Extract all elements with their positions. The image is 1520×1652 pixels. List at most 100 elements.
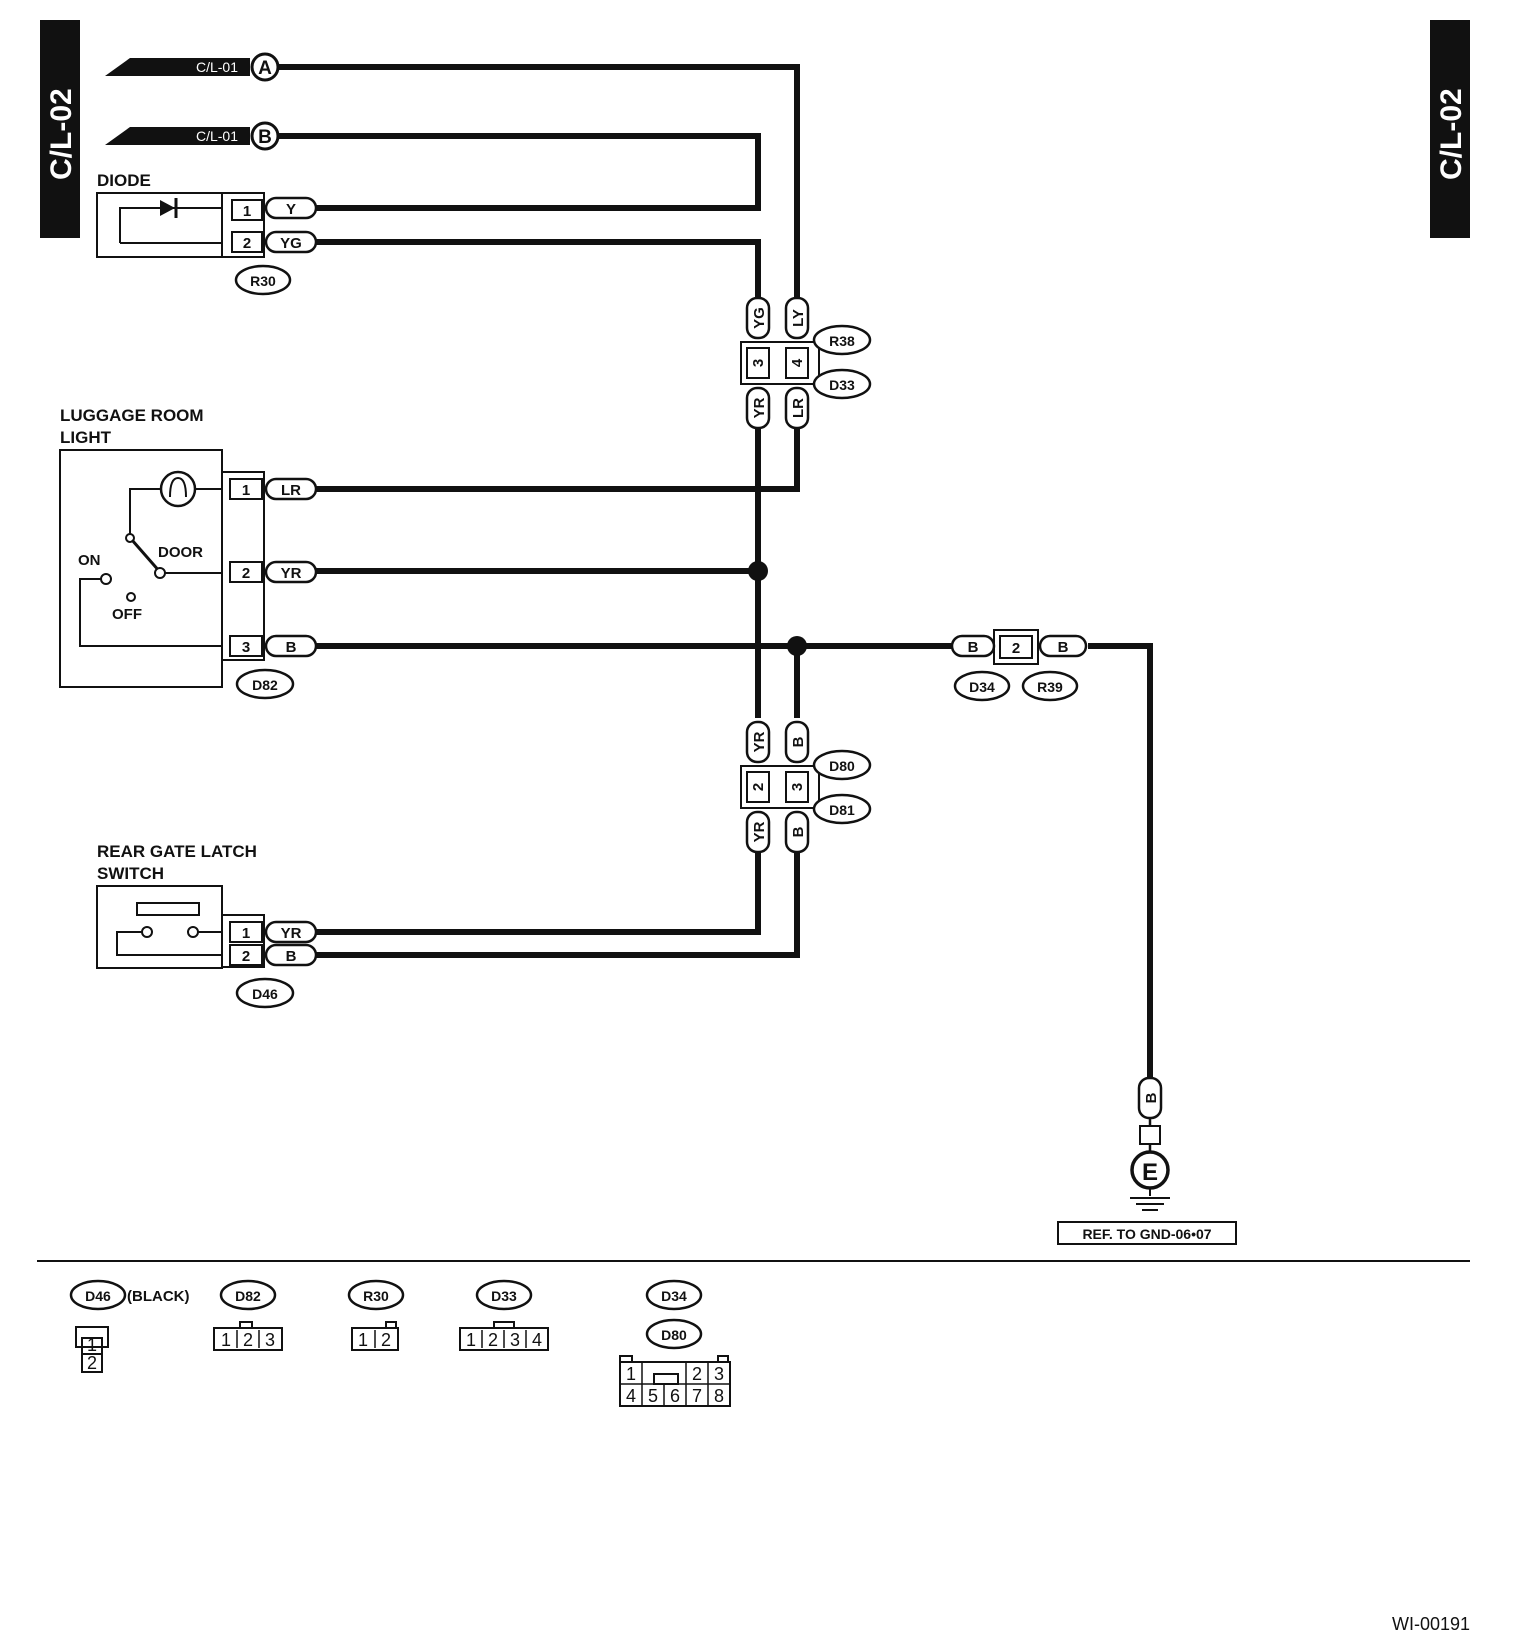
- luggage-light-component: LUGGAGE ROOM LIGHT ON OFF DOOR 1 2 3 LR …: [59, 406, 318, 700]
- ground-wire: B: [1143, 1092, 1160, 1103]
- ground-letter: E: [1142, 1159, 1158, 1186]
- luggage-connector: D82: [252, 677, 278, 693]
- luggage-wire-3: B: [286, 639, 297, 656]
- view-d33-pin-1: 1: [466, 1330, 476, 1350]
- diode-wire-2: YG: [280, 235, 302, 252]
- view-d34-pin-8: 8: [714, 1386, 724, 1406]
- view-r30-pin-2: 2: [381, 1330, 391, 1350]
- d80-pin-2: 2: [750, 783, 767, 791]
- view-d34-pin-7: 7: [692, 1386, 702, 1406]
- diode-symbol-icon: [160, 200, 175, 216]
- connector-view-d82: D82 1 2 3: [213, 1279, 283, 1351]
- view-d33-pin-4: 4: [532, 1330, 542, 1350]
- page-code-right: C/L-02: [1430, 20, 1470, 238]
- view-d34-name: D34: [661, 1288, 687, 1304]
- switch-on-label: ON: [78, 552, 101, 569]
- r38-label: R38: [829, 333, 855, 349]
- view-r30-pin-1: 1: [358, 1330, 368, 1350]
- latch-title-2: SWITCH: [97, 864, 164, 883]
- input-a-letter: A: [258, 58, 272, 79]
- luggage-wire-2: YR: [281, 565, 302, 582]
- switch-off-label: OFF: [112, 606, 142, 623]
- r38-top-wire-1: YG: [751, 307, 768, 329]
- view-d80-name: D80: [661, 1327, 687, 1343]
- wires: [278, 64, 1153, 1078]
- connector-view-d34-d80: D34 D80 1 2 3 4 5 6 7 8: [619, 1279, 731, 1407]
- latch-connector: D46: [252, 986, 278, 1002]
- d80-label: D80: [829, 758, 855, 774]
- ground-reference: REF. TO GND-06•07: [1082, 1226, 1211, 1242]
- page-code-left-text: C/L-02: [45, 88, 78, 180]
- d81-bottom-wire-1: YR: [751, 821, 768, 842]
- view-d34-pin-6: 6: [670, 1386, 680, 1406]
- d34-wire: B: [968, 639, 979, 656]
- connector-view-r30: R30 1 2: [347, 1279, 405, 1351]
- ground: B E REF. TO GND-06•07: [1057, 1076, 1237, 1245]
- view-d82-pin-3: 3: [265, 1330, 275, 1350]
- luggage-pin-3: 3: [242, 639, 250, 656]
- input-a: C/L-01 A: [105, 52, 280, 82]
- d33-bottom-wire-1: YR: [751, 397, 768, 418]
- view-d46-note: (BLACK): [127, 1288, 189, 1305]
- switch-door-label: DOOR: [158, 544, 203, 561]
- d81-bottom-wire-2: B: [790, 826, 807, 837]
- view-d82-pin-1: 1: [221, 1330, 231, 1350]
- switch-lever-icon: [130, 539, 162, 573]
- latch-title-1: REAR GATE LATCH: [97, 842, 257, 861]
- view-d34-pin-2: 2: [692, 1364, 702, 1384]
- joint-r38-d33: YG LY 3 4 YR LR R38 D33: [740, 296, 872, 430]
- r39-label: R39: [1037, 679, 1063, 695]
- d33-bottom-wire-2: LR: [790, 398, 807, 418]
- diode-connector: R30: [250, 273, 276, 289]
- view-d33-name: D33: [491, 1288, 517, 1304]
- view-d34-pin-5: 5: [648, 1386, 658, 1406]
- d34-label: D34: [969, 679, 995, 695]
- input-b-letter: B: [258, 127, 272, 148]
- view-d33-pin-2: 2: [488, 1330, 498, 1350]
- luggage-pin-2: 2: [242, 565, 250, 582]
- diode-component: DIODE 1 2 Y YG R30: [96, 171, 318, 296]
- latch-wire-1: YR: [281, 925, 302, 942]
- connector-view-d33: D33 1 2 3 4: [459, 1279, 549, 1351]
- luggage-wire-1: LR: [281, 482, 301, 499]
- latch-actuator-icon: [136, 902, 200, 916]
- d81-label: D81: [829, 802, 855, 818]
- luggage-title-1: LUGGAGE ROOM: [60, 406, 204, 425]
- joint-d80-d81: YR B 2 3 YR B D80 D81: [740, 720, 872, 854]
- input-b-ref: C/L-01: [196, 128, 238, 144]
- d80-pin-3: 3: [789, 783, 806, 791]
- view-d82-name: D82: [235, 1288, 261, 1304]
- d34-pin: 2: [1012, 640, 1020, 657]
- input-b: C/L-01 B: [105, 121, 280, 151]
- figure-id: WI-00191: [1392, 1614, 1470, 1634]
- input-a-ref: C/L-01: [196, 59, 238, 75]
- view-d34-pin-4: 4: [626, 1386, 636, 1406]
- connector-view-d46: D46 (BLACK) 1 2: [69, 1279, 189, 1373]
- r39-wire: B: [1058, 639, 1069, 656]
- view-d34-pin-1: 1: [626, 1364, 636, 1384]
- latch-switch-component: REAR GATE LATCH SWITCH 1 2 YR B D46: [96, 842, 318, 1009]
- d33-label: D33: [829, 377, 855, 393]
- view-d33-pin-3: 3: [510, 1330, 520, 1350]
- diode-wire-1: Y: [286, 201, 296, 218]
- view-d82-pin-2: 2: [243, 1330, 253, 1350]
- diode-title: DIODE: [97, 171, 151, 190]
- d80-top-wire-2: B: [790, 736, 807, 747]
- luggage-title-2: LIGHT: [60, 428, 112, 447]
- view-d46-pin-1: 1: [87, 1335, 97, 1355]
- page-code-right-text: C/L-02: [1435, 88, 1468, 180]
- d80-top-wire-1: YR: [751, 731, 768, 752]
- r38-pin-3: 3: [750, 359, 767, 367]
- latch-pin-1: 1: [242, 925, 250, 942]
- luggage-pin-1: 1: [242, 482, 250, 499]
- latch-wire-2: B: [286, 948, 297, 965]
- diode-pin-2: 2: [243, 235, 251, 252]
- r38-pin-4: 4: [789, 358, 806, 367]
- view-d34-pin-3: 3: [714, 1364, 724, 1384]
- view-d46-name: D46: [85, 1288, 111, 1304]
- view-r30-name: R30: [363, 1288, 389, 1304]
- diode-pin-1: 1: [243, 203, 251, 220]
- page-code-left: C/L-02: [40, 20, 80, 238]
- view-d46-pin-2: 2: [87, 1353, 97, 1373]
